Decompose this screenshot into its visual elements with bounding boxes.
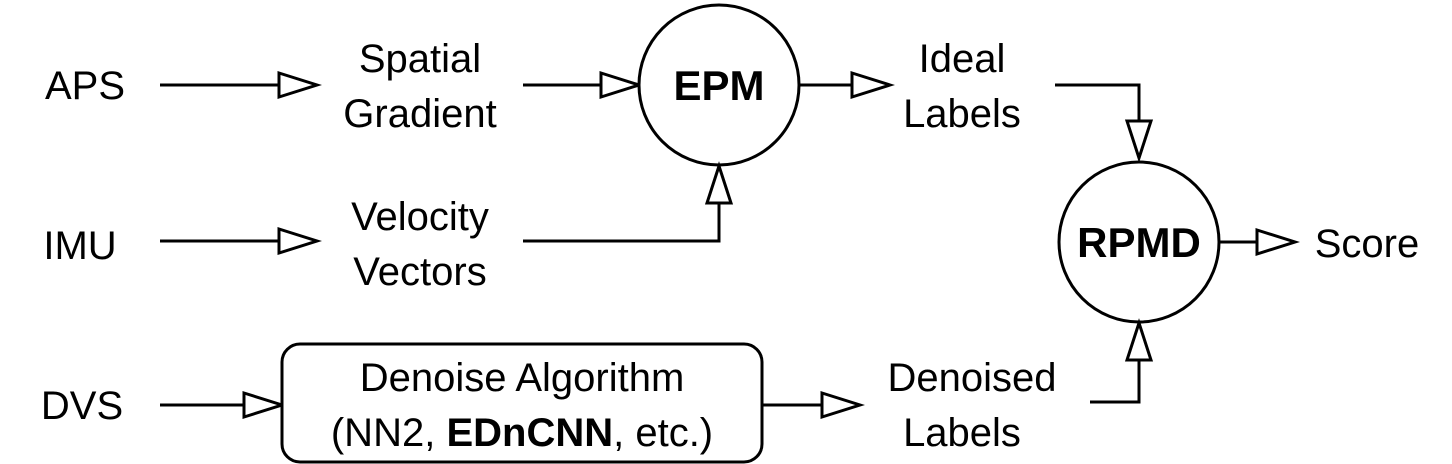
denoise-box-border bbox=[280, 342, 764, 464]
denoise-to-denoised-labels-arrow bbox=[762, 390, 865, 420]
ideal-labels-label: Ideal Labels bbox=[903, 37, 1021, 136]
ideal-labels-line2: Labels bbox=[903, 92, 1021, 136]
ideal-labels-to-rpmd-arrow bbox=[1055, 83, 1154, 163]
imu-to-velocity-vectors-arrow bbox=[160, 226, 322, 256]
velocity-vectors-label: Velocity Vectors bbox=[351, 195, 489, 294]
imu-label: IMU bbox=[43, 224, 116, 268]
epm-to-ideal-labels-arrow bbox=[799, 70, 895, 100]
dvs-label: DVS bbox=[41, 384, 123, 428]
ideal-labels-line1: Ideal bbox=[919, 37, 1006, 81]
rpmd-label: RPMD bbox=[1077, 219, 1201, 266]
rpmd-node: RPMD bbox=[1057, 160, 1221, 324]
denoise-algorithm-box: Denoise Algorithm (NN2, EDnCNN, etc.) bbox=[280, 342, 764, 464]
velocity-vectors-line2: Vectors bbox=[353, 250, 486, 294]
denoised-labels-to-rpmd-arrow bbox=[1090, 318, 1154, 404]
denoise-box-line2-suffix: , etc.) bbox=[613, 411, 713, 455]
dvs-to-denoise-arrow bbox=[160, 390, 287, 420]
spatial-gradient-label: Spatial Gradient bbox=[343, 37, 496, 136]
denoise-box-line1: Denoise Algorithm bbox=[360, 356, 685, 400]
denoise-box-line2: (NN2, EDnCNN, etc.) bbox=[331, 411, 713, 455]
aps-to-spatial-gradient-arrow bbox=[160, 70, 322, 100]
epm-label: EPM bbox=[673, 62, 764, 109]
denoise-box-line2-bold: EDnCNN bbox=[446, 411, 613, 455]
score-label: Score bbox=[1315, 222, 1420, 266]
spatial-gradient-line2: Gradient bbox=[343, 92, 496, 136]
epm-node: EPM bbox=[637, 3, 801, 167]
denoised-labels-line1: Denoised bbox=[887, 356, 1056, 400]
denoised-labels-label: Denoised Labels bbox=[887, 356, 1056, 455]
spatial-gradient-line1: Spatial bbox=[359, 37, 481, 81]
spatial-gradient-to-epm-arrow bbox=[523, 70, 644, 100]
velocity-vectors-line1: Velocity bbox=[351, 195, 489, 239]
denoised-labels-line2: Labels bbox=[903, 411, 1021, 455]
aps-label: APS bbox=[45, 64, 125, 108]
denoise-box-line2-prefix: (NN2, bbox=[331, 411, 447, 455]
velocity-vectors-to-epm-arrow bbox=[523, 161, 734, 243]
rpmd-to-score-arrow bbox=[1219, 227, 1300, 257]
